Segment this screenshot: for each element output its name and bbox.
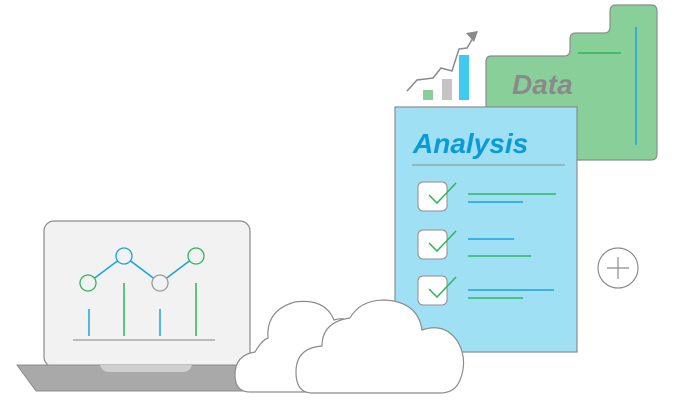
laptop-icon	[16, 220, 291, 392]
analysis-document: Analysis	[394, 106, 578, 353]
checkbox-icon	[417, 229, 448, 260]
checklist-item	[417, 229, 531, 260]
checklist-item	[417, 181, 556, 212]
checkbox-icon	[417, 275, 448, 306]
plus-circle-icon	[597, 247, 639, 289]
laptop-screen-chart	[73, 247, 215, 341]
checklist-item	[417, 275, 554, 306]
trend-chart-icon	[406, 31, 478, 100]
folder-label: Data	[512, 69, 573, 100]
checkbox-icon	[417, 181, 448, 212]
cloud-icon	[234, 299, 465, 394]
document-title: Analysis	[412, 128, 528, 159]
